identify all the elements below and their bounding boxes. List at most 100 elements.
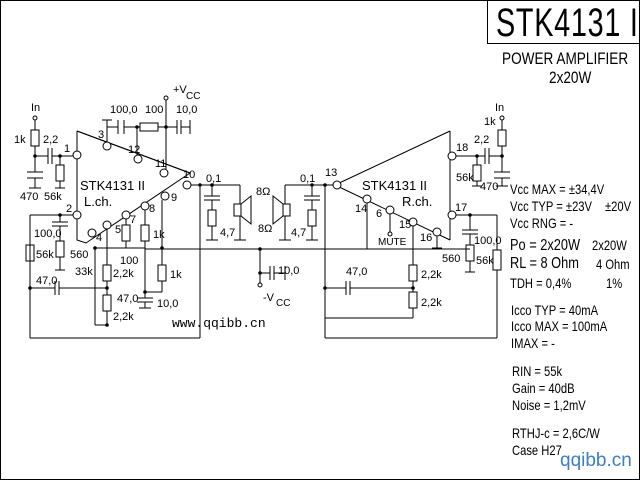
spec-vcc-max: Vcc MAX = ±34,4V — [510, 181, 605, 197]
pin-6 — [385, 205, 395, 215]
label-vcc-plus: +V — [173, 84, 187, 96]
label-c-0-1-right: 0,1 — [300, 173, 315, 185]
page-title: STK4131 II — [496, 1, 640, 45]
label-c-100-0-right: 100,0 — [474, 235, 502, 247]
label-pin-16: 16 — [420, 232, 432, 244]
label-c-0-1-left: 0,1 — [206, 173, 221, 185]
pin-8 — [140, 201, 150, 211]
label-pin-1: 1 — [64, 143, 70, 155]
label-c-10-0-left: 10,0 — [157, 298, 178, 310]
pin-11 — [159, 168, 169, 178]
pin-2 — [72, 210, 82, 220]
spec-vcc-typ-alt: ±20V — [605, 198, 632, 214]
label-r-560-right: 560 — [442, 253, 460, 265]
label-r-560-left: 560 — [70, 249, 88, 261]
pin-9 — [160, 191, 170, 201]
speaker-right — [282, 203, 291, 217]
left-output-network — [191, 184, 252, 250]
label-c-470-right: 470 — [480, 181, 498, 193]
label-r-1k-in-left: 1k — [14, 134, 26, 146]
right-input-network — [456, 115, 510, 187]
label-pin-11: 11 — [155, 158, 166, 170]
label-pin-15: 15 — [399, 219, 411, 231]
label-r-56k-left: 56k — [44, 191, 62, 203]
pin-3 — [102, 141, 112, 151]
label-pin-2: 2 — [66, 203, 72, 215]
label-c-47-0-left: 47,0 — [36, 275, 57, 287]
label-vcc-minus-sub: CC — [276, 298, 290, 309]
spec-po: Po = 2x20W — [510, 237, 581, 254]
label-r-1k-left-2: 1k — [170, 269, 182, 281]
label-pin-8: 8 — [149, 203, 155, 215]
label-pin-3: 3 — [98, 129, 104, 141]
label-r-56k-left-fb: 56k — [36, 249, 54, 261]
label-c-100-0-left: 100,0 — [34, 228, 62, 240]
right-output-network — [272, 184, 333, 338]
label-speaker-right: 8Ω — [258, 223, 272, 235]
label-vcc-plus-sub: CC — [186, 91, 200, 102]
label-r-2-2k-left-2: 2,2k — [113, 311, 134, 323]
label-r-4-7-right: 4,7 — [291, 227, 306, 239]
label-vcc-minus: -V — [263, 292, 275, 304]
subtitle-power: 2x20W — [549, 68, 592, 87]
chip-left-name: STK4131 II — [80, 178, 145, 193]
left-feedback-network — [25, 200, 201, 339]
label-speaker-left: 8Ω — [256, 186, 270, 198]
pin-18 — [447, 151, 457, 161]
pin-7 — [121, 210, 131, 220]
pin-12 — [133, 154, 143, 164]
label-r-56k-right: 56k — [456, 172, 474, 184]
speaker-left — [233, 203, 242, 217]
label-r-2-2k-left-1: 2,2k — [113, 268, 134, 280]
ground-bus — [145, 248, 470, 288]
label-c-2-2-right: 2,2 — [474, 134, 489, 146]
spec-rl: RL = 8 Ohm — [510, 255, 579, 272]
label-c-47-0-left-2: 47,0 — [117, 293, 138, 305]
label-pin-9: 9 — [171, 192, 177, 204]
label-mute: MUTE — [378, 237, 407, 248]
junction-dots — [28, 125, 504, 327]
label-c-10-0-vcc: 10,0 — [278, 265, 299, 277]
spec-tdh-alt: 1% — [606, 275, 623, 291]
spec-imax: IMAX = - — [511, 335, 555, 351]
label-r-1k-in-right: 1k — [484, 116, 496, 128]
top-supply-network — [102, 95, 191, 169]
pin-14 — [362, 194, 372, 204]
spec-po-alt: 2x20W — [592, 237, 627, 253]
chip-left-pins — [72, 141, 192, 238]
label-pin-7: 7 — [130, 214, 136, 226]
spec-rin: RIN = 55k — [512, 363, 563, 379]
label-r-100-left: 100 — [120, 255, 138, 267]
spec-noise: Noise = 1,2mV — [512, 397, 586, 413]
label-pin-5: 5 — [115, 224, 121, 236]
spec-rl-alt: 4 Ohm — [596, 256, 630, 272]
resistor-1k-left — [30, 129, 40, 147]
label-r-56k-right-fb: 56k — [476, 255, 494, 267]
label-pin-18: 18 — [456, 142, 468, 154]
label-r-33k-left: 33k — [75, 266, 93, 278]
pin-1 — [72, 150, 82, 160]
label-pin-13: 13 — [325, 167, 337, 179]
label-c-2-2-left: 2,2 — [43, 134, 58, 146]
label-r-1k-left-1: 1k — [153, 229, 165, 241]
label-c-470-left: 470 — [20, 191, 38, 203]
chip-right-pins — [332, 151, 457, 237]
site-url-text: www.qqibb.cn — [172, 316, 266, 331]
spec-vcc-rng: Vcc RNG = - — [510, 215, 574, 231]
label-pin-4: 4 — [96, 232, 102, 244]
resistor-100-top — [139, 122, 159, 132]
pin-10 — [182, 180, 192, 190]
spec-rthj: RTHJ-c = 2,6C/W — [512, 425, 600, 441]
chip-right-channel: R.ch. — [402, 194, 432, 209]
right-feedback-network — [325, 203, 502, 339]
pin-4 — [87, 228, 97, 238]
spec-tdh: TDH = 0,4% — [510, 275, 572, 291]
title-box — [487, 0, 640, 44]
label-c-100-0-top: 100,0 — [110, 104, 138, 116]
label-pin-14: 14 — [355, 203, 367, 215]
spec-gain: Gain = 40dB — [512, 380, 575, 396]
label-r-100-top: 100 — [145, 104, 163, 116]
label-pin-12: 12 — [128, 144, 140, 156]
label-r-2-2k-right-1: 2,2k — [421, 269, 442, 281]
chip-left-channel: L.ch. — [84, 194, 112, 209]
